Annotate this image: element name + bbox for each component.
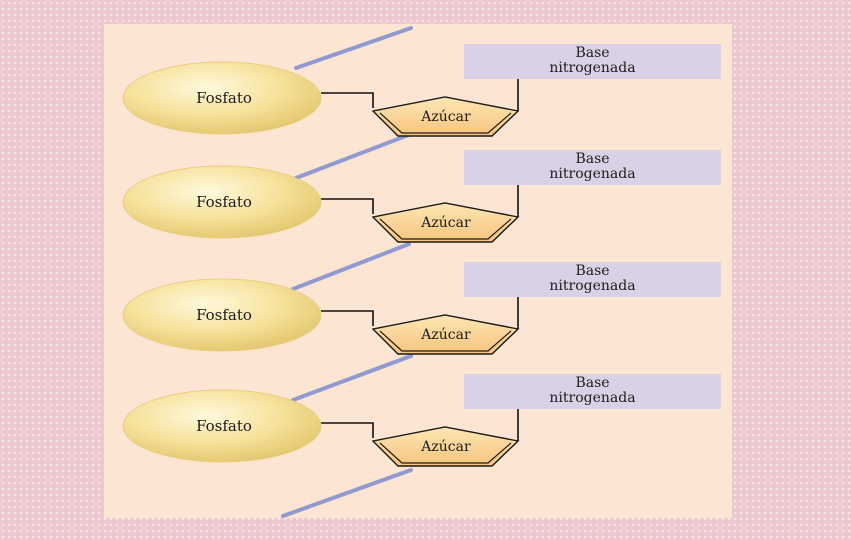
phosphate-ellipse [122, 389, 322, 463]
backbone-segment [281, 468, 413, 518]
base-label-line1: Base [575, 151, 610, 167]
sugar-label: Azúcar [420, 327, 471, 343]
backbone-segment [291, 354, 413, 402]
base-label-line1: Base [575, 263, 610, 279]
sugar-label: Azúcar [420, 215, 471, 231]
phosphate-ellipse [122, 278, 322, 352]
sugar-inner-edge [379, 330, 512, 352]
sugar-pentagon [371, 96, 520, 137]
phosphate-label: Fosfato [196, 193, 252, 211]
backbone-segment [294, 26, 413, 70]
sugar-pentagon [371, 202, 520, 243]
phosphate-ellipse [122, 61, 322, 135]
phosphate-sugar-bond [321, 310, 374, 326]
phosphate-label: Fosfato [196, 89, 252, 107]
base-label-line1: Base [575, 375, 610, 391]
phosphate-sugar-bond [321, 92, 374, 108]
sugar-inner-edge [379, 218, 512, 240]
phosphate-label: Fosfato [196, 417, 252, 435]
phosphate-sugar-bond [321, 198, 374, 214]
backbone-segment [291, 242, 411, 291]
sugar-inner-edge [379, 112, 512, 134]
base-label-line2: nitrogenada [549, 278, 636, 294]
sugar-pentagon [371, 426, 520, 467]
sugar-label: Azúcar [420, 439, 471, 455]
sugar-inner-edge [379, 442, 512, 464]
sugar-label: Azúcar [420, 109, 471, 125]
phosphate-ellipse [122, 165, 322, 239]
sugar-pentagon [371, 314, 520, 355]
backbone-segment [294, 132, 413, 180]
phosphate-label: Fosfato [196, 306, 252, 324]
base-label-line1: Base [575, 45, 610, 61]
base-label-line2: nitrogenada [549, 390, 636, 406]
phosphate-sugar-bond [321, 422, 374, 438]
base-label-line2: nitrogenada [549, 166, 636, 182]
base-label-line2: nitrogenada [549, 60, 636, 76]
